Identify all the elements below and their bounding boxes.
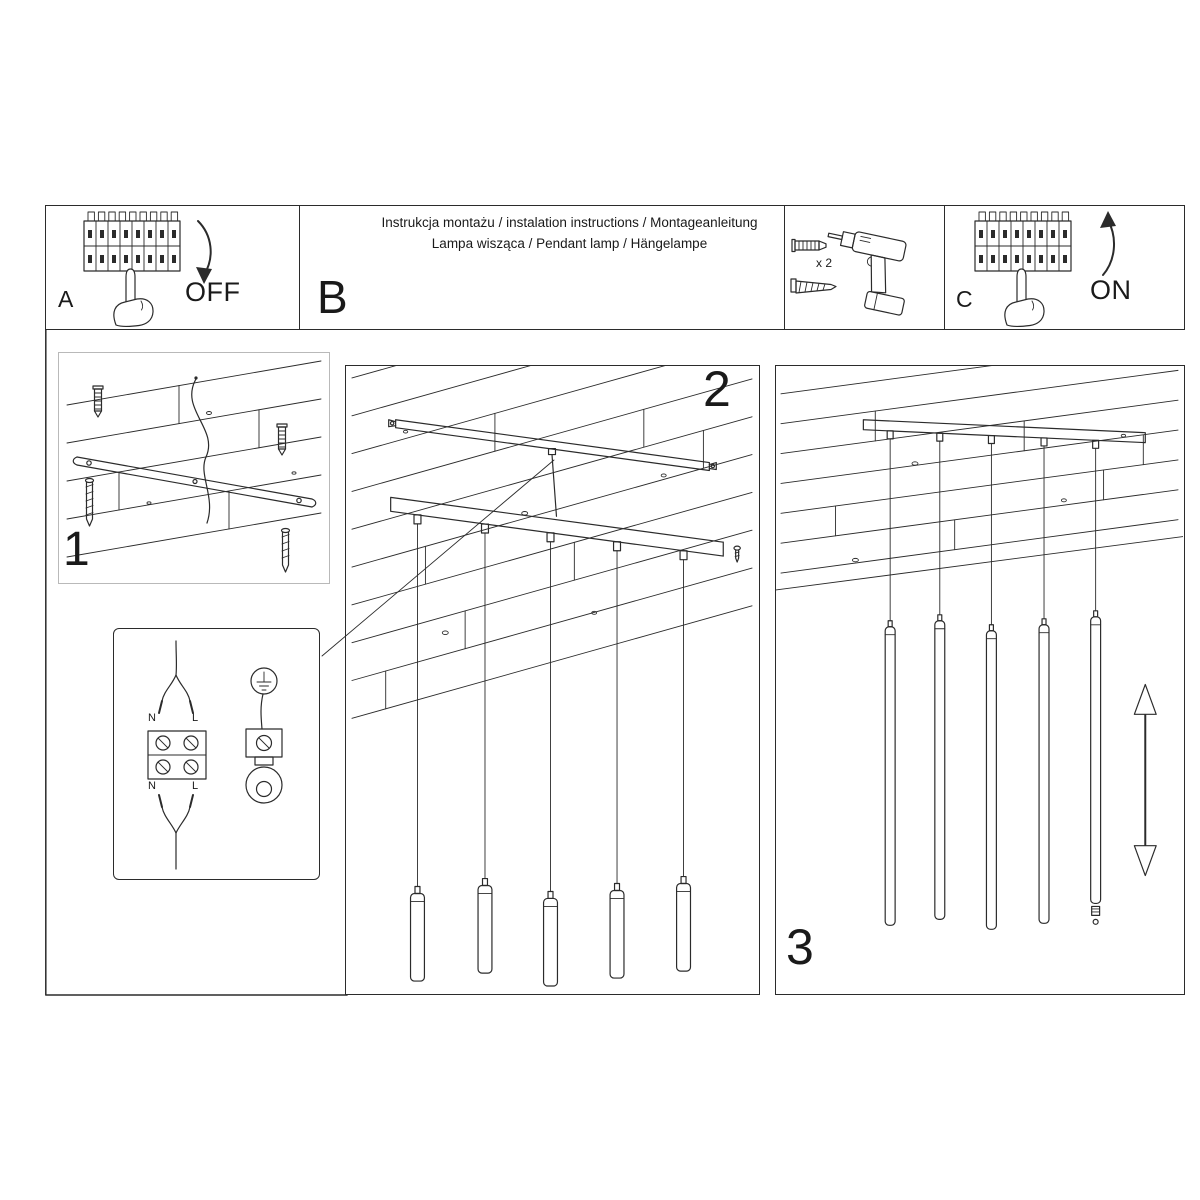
canopy-rail <box>390 496 724 561</box>
pointing-hand-icon <box>113 268 154 327</box>
screw-icon <box>84 477 95 527</box>
terminal-block <box>147 730 207 780</box>
height-adjust-arrow-icon <box>1133 683 1157 877</box>
hanging-cables <box>889 438 1097 626</box>
arrow-down-icon <box>196 220 212 284</box>
wiring-detail-box: N L N L <box>113 628 320 880</box>
screw-icon <box>733 545 741 563</box>
step1-illustration-area <box>58 352 330 584</box>
hanging-cables <box>417 523 684 892</box>
ground-symbol-icon <box>250 667 278 730</box>
title-panel: Instrukcja montażu / instalation instruc… <box>300 205 785 330</box>
ceiling-planks <box>66 360 322 558</box>
power-on-text: ON <box>1090 275 1132 305</box>
canopy-rail <box>862 419 1146 449</box>
arrow-up-icon <box>1100 211 1116 276</box>
screw-icon <box>280 527 291 573</box>
step3-illustration-area <box>775 365 1185 995</box>
power-on-panel: C ON <box>945 205 1185 330</box>
step1-illustration <box>66 360 322 573</box>
wall-anchor-icon <box>276 423 288 456</box>
circuit-breaker-off-illustration <box>83 211 212 327</box>
step-2-number: 2 <box>703 361 731 417</box>
circuit-breaker-panel-icon <box>83 211 181 272</box>
circuit-breaker-on-illustration <box>974 211 1116 327</box>
step-1-number: 1 <box>63 523 90 576</box>
step2-illustration <box>351 366 753 987</box>
terminal-label-n-top: N <box>148 712 156 724</box>
section-b-label: B <box>317 271 348 323</box>
tools-panel: x 2 <box>785 205 945 330</box>
wall-anchor-icon <box>92 385 104 418</box>
hanging-cable <box>191 376 211 524</box>
ceiling-planks <box>776 366 1183 591</box>
drill-icon <box>827 231 907 316</box>
anchor-count-label: x 2 <box>816 256 833 270</box>
connecting-rod <box>547 448 558 517</box>
step2-illustration-area <box>345 365 760 995</box>
circuit-breaker-panel-icon <box>974 211 1072 272</box>
power-off-panel: A OFF <box>45 205 300 330</box>
pointing-hand-icon <box>1004 268 1045 327</box>
wiring-detail-illustration <box>147 640 283 870</box>
power-off-text: OFF <box>185 277 241 307</box>
section-c-label: C <box>956 286 973 312</box>
step-3-number: 3 <box>786 919 814 975</box>
section-a-label: A <box>58 286 74 312</box>
terminal-label-n-bottom: N <box>148 780 156 792</box>
terminal-label-l-bottom: L <box>192 780 199 792</box>
instructions-title-line2: Lampa wisząca / Pendant lamp / Hängelamp… <box>431 236 708 251</box>
pendant-tubes <box>409 875 692 987</box>
instructions-title-line1: Instrukcja montażu / instalation instruc… <box>381 215 758 230</box>
step3-illustration <box>776 366 1183 930</box>
screw-icon <box>790 278 837 294</box>
terminal-label-l-top: L <box>192 712 199 724</box>
drill-illustration <box>790 231 907 316</box>
wall-anchor-icon <box>791 238 827 253</box>
cable-clamp <box>245 728 283 804</box>
pendant-tubes <box>884 610 1102 930</box>
